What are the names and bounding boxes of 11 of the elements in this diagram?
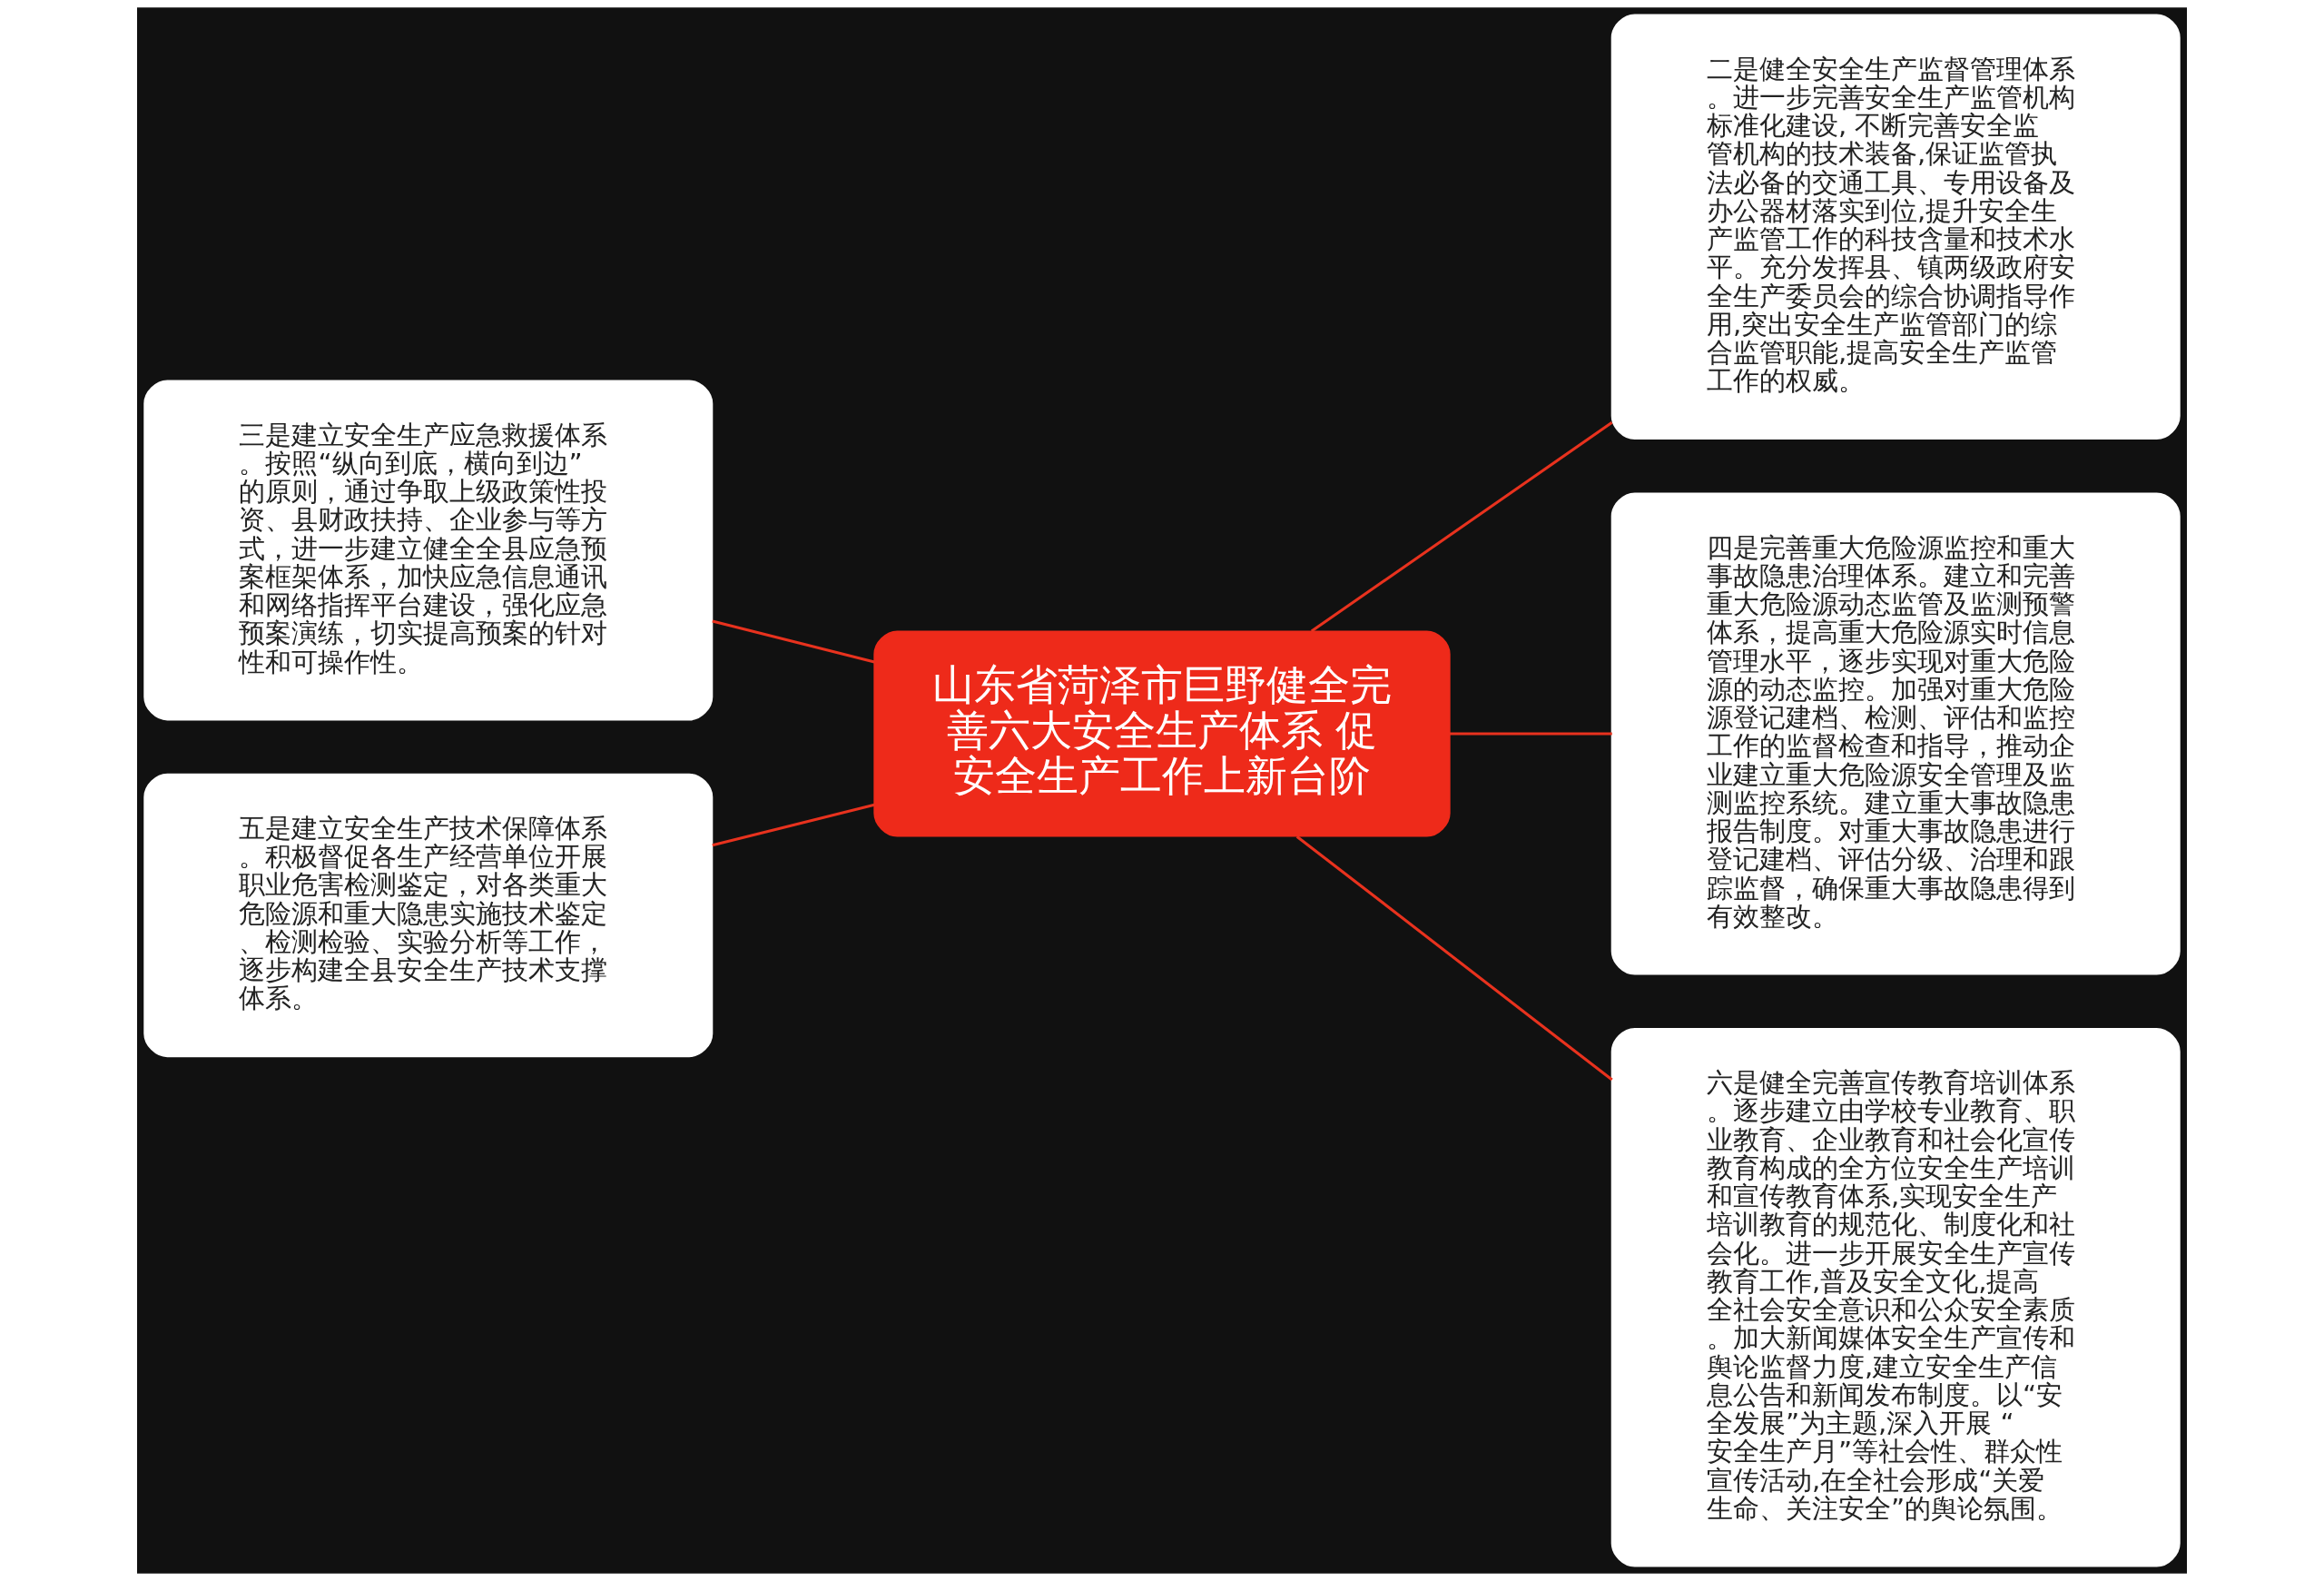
node-box: 五是建立安全生产技术保障体系。积极督促各生产经营单位开展职业危害检测鉴定，对各类重大危险源和重大隐患实施技术鉴定、检测检验、实验分析等工作，逐步构建全县安全生产技术支撑体系。: [143, 773, 714, 1058]
connector: [712, 619, 875, 664]
connector: [1310, 421, 1613, 633]
node-box: 三是建立安全生产应急救援体系。按照“纵向到底，横向到边”的原则，通过争取上级政策性投资、县财政扶持、企业参与等方式，进一步建立健全全县应急预案框架体系，加快应急信息通讯和网络指挥平台建设，强化应急预案演练，切实提高预案的针对性和可操作性。: [143, 380, 714, 721]
node-box: 山东省菏泽市巨野健全完善六大安全生产体系 促安全生产工作上新台阶: [873, 630, 1451, 837]
node-box: 二是健全安全生产监督管理体系。进一步完善安全生产监管机构标准化建设, 不断完善安全监管机构的技术装备,保证监管执法必备的交通工具、专用设备及办公器材落实到位,提升安全生产监管工作的科技含量和技术水平。充分发挥县、镇两级政府安全生产委员会的综合协调指导作用,突出安全生产监管部门的综合监管职能,提高安全生产监管工作的权威。: [1610, 14, 2181, 440]
connector: [712, 803, 875, 847]
node-box: 六是健全完善宣传教育培训体系。逐步建立由学校专业教育、职业教育、企业教育和社会化宣传教育构成的全方位安全生产培训和宣传教育体系,实现安全生产培训教育的规范化、制度化和社会化。进一步开展安全生产宣传教育工作,普及安全文化,提高全社会安全意识和公众安全素质。加大新闻媒体安全生产宣传和舆论监督力度,建立安全生产信息公告和新闻发布制度。以“安全发展”为主题,深入开展 “安全生产月”等社会性、群众性宣传活动,在全社会形成“关爱生命、关注安全”的舆论氛围。: [1610, 1027, 2181, 1567]
node-box: 四是完善重大危险源监控和重大事故隐患治理体系。建立和完善重大危险源动态监管及监测预警体系，提高重大危险源实时信息管理水平，逐步实现对重大危险源的动态监控。加强对重大危险源登记建档、检测、评估和监控工作的监督检查和指导，推动企业建立重大危险源安全管理及监测监控系统。建立重大事故隐患报告制度。对重大事故隐患进行登记建档、评估分级、治理和跟踪监督，确保重大事故隐患得到有效整改。: [1610, 492, 2181, 975]
connector: [1295, 835, 1613, 1082]
connector: [1449, 732, 1612, 736]
